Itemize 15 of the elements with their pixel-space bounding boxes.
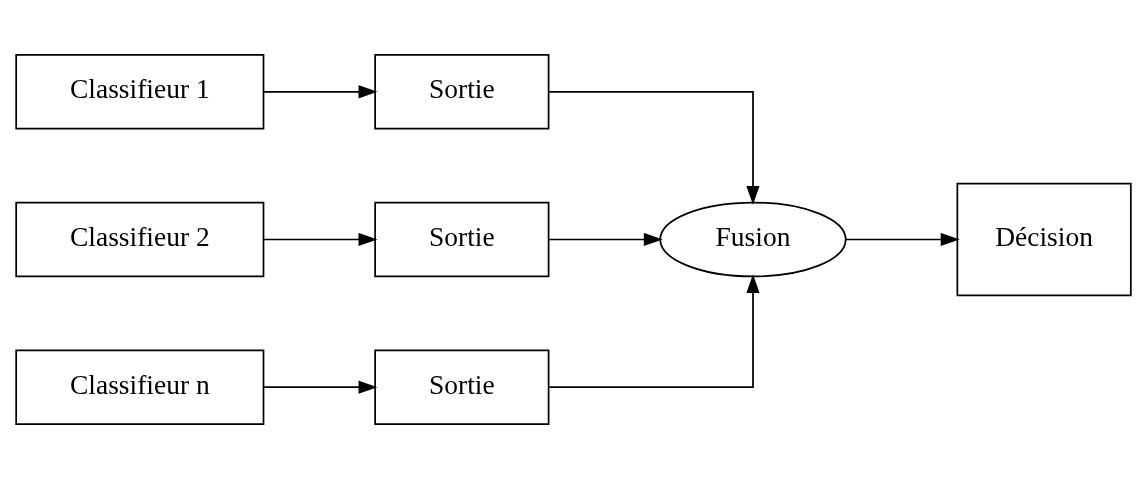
node-box: Classifieur 2 <box>15 201 265 278</box>
node-box: Sortie <box>374 349 550 425</box>
node-box: Sortie <box>374 201 550 278</box>
node-box: Décision <box>956 182 1132 297</box>
node-ellipse: Fusion <box>659 201 847 278</box>
arrow <box>548 232 663 247</box>
arrow <box>548 274 760 389</box>
node-box: Classifieur 1 <box>15 54 265 130</box>
arrow <box>845 232 960 247</box>
arrow <box>548 90 760 205</box>
arrow <box>263 232 378 247</box>
arrow <box>263 85 378 99</box>
node-box: Classifieur n <box>15 349 265 425</box>
arrow <box>263 380 378 394</box>
node-box: Sortie <box>374 54 550 130</box>
